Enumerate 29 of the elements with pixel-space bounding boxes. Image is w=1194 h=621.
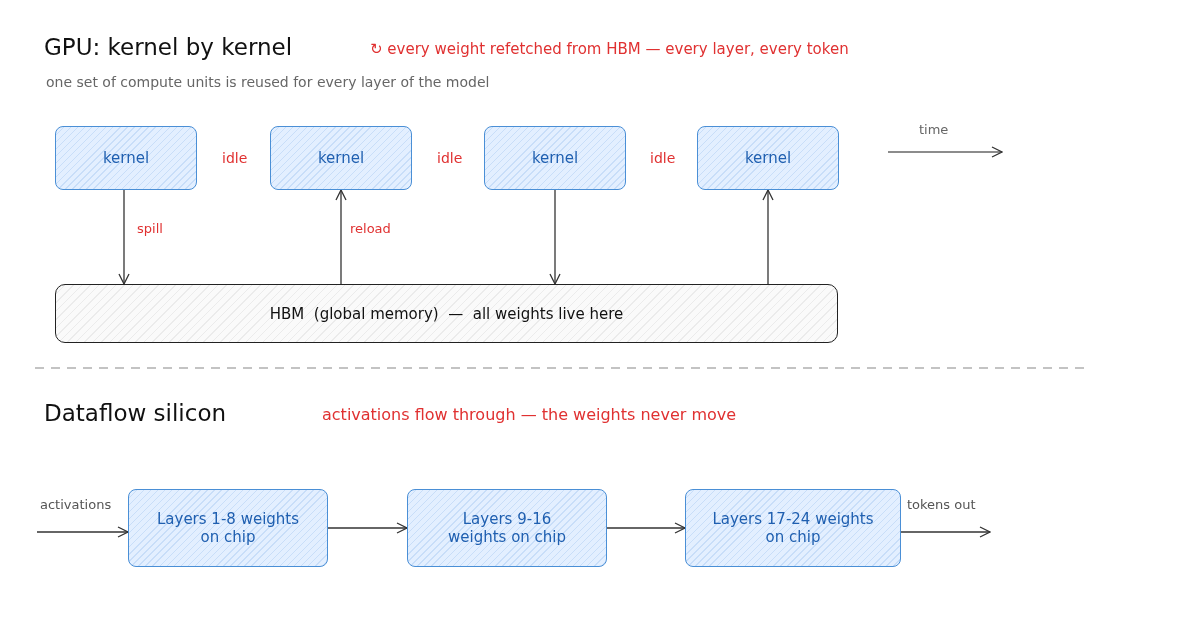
section-heading: Dataflow silicon bbox=[44, 400, 227, 426]
layer-block: Layers 1-8 weights on chip bbox=[128, 489, 328, 567]
arrow bbox=[606, 522, 686, 534]
layer-block: Layers 17-24 weights on chip bbox=[685, 489, 901, 567]
subtitle: one set of compute units is reused for every layer of the model bbox=[46, 74, 490, 90]
arrow bbox=[118, 189, 130, 285]
edge-label: tokens out bbox=[905, 497, 978, 512]
kernel-box: kernel bbox=[484, 126, 626, 190]
kernel-box: kernel bbox=[270, 126, 412, 190]
idle-label: idle bbox=[437, 150, 463, 166]
kernel-box: kernel bbox=[697, 126, 839, 190]
arrow bbox=[762, 189, 774, 285]
axis-label: time bbox=[919, 122, 949, 137]
idle-label: idle bbox=[222, 150, 248, 166]
section-heading: GPU: kernel by kernel bbox=[44, 34, 293, 60]
layer-block: Layers 9-16 weights on chip bbox=[407, 489, 607, 567]
edge-label: spill bbox=[135, 221, 165, 236]
edge-label: reload bbox=[348, 221, 393, 236]
arrow bbox=[335, 189, 347, 285]
arrow bbox=[36, 526, 129, 538]
idle-label: idle bbox=[650, 150, 676, 166]
arrow bbox=[549, 189, 561, 285]
kernel-box: kernel bbox=[55, 126, 197, 190]
note-text: activations flow through — the weights never move bbox=[322, 405, 737, 424]
edge-label: activations bbox=[38, 497, 114, 512]
arrow bbox=[900, 526, 991, 538]
note-text: ↻ every weight refetched from HBM — every layer, every token bbox=[370, 40, 849, 58]
memory-bar: HBM (global memory) — all weights live here bbox=[55, 284, 838, 343]
arrow bbox=[327, 522, 408, 534]
